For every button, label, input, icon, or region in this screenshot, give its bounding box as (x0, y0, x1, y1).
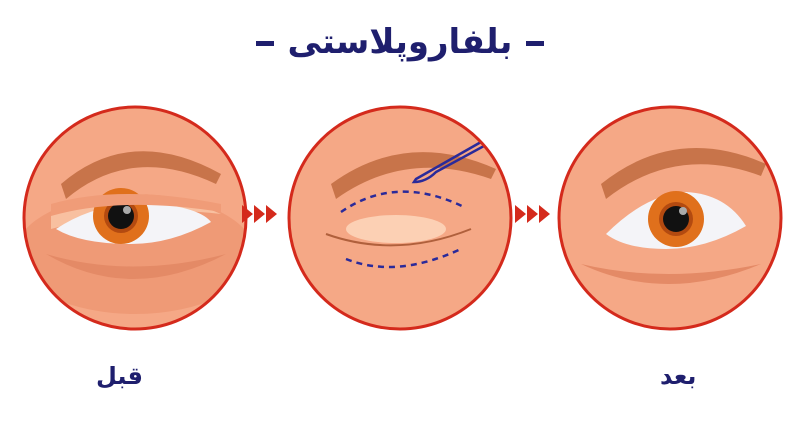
before-eye-illustration (21, 104, 249, 332)
title-dash-right (526, 41, 545, 46)
title-dash-left (255, 41, 274, 46)
arrow-icon-1 (242, 205, 277, 223)
title-text: بلفاروپلاستی (287, 22, 513, 62)
label-before: قبل (96, 362, 143, 390)
page-title: بلفاروپلاستی (0, 22, 800, 62)
label-after: بعد (660, 362, 697, 390)
surgery-eye-illustration (286, 104, 514, 332)
after-eye-illustration (556, 104, 784, 332)
arrow-icon-2 (515, 205, 550, 223)
